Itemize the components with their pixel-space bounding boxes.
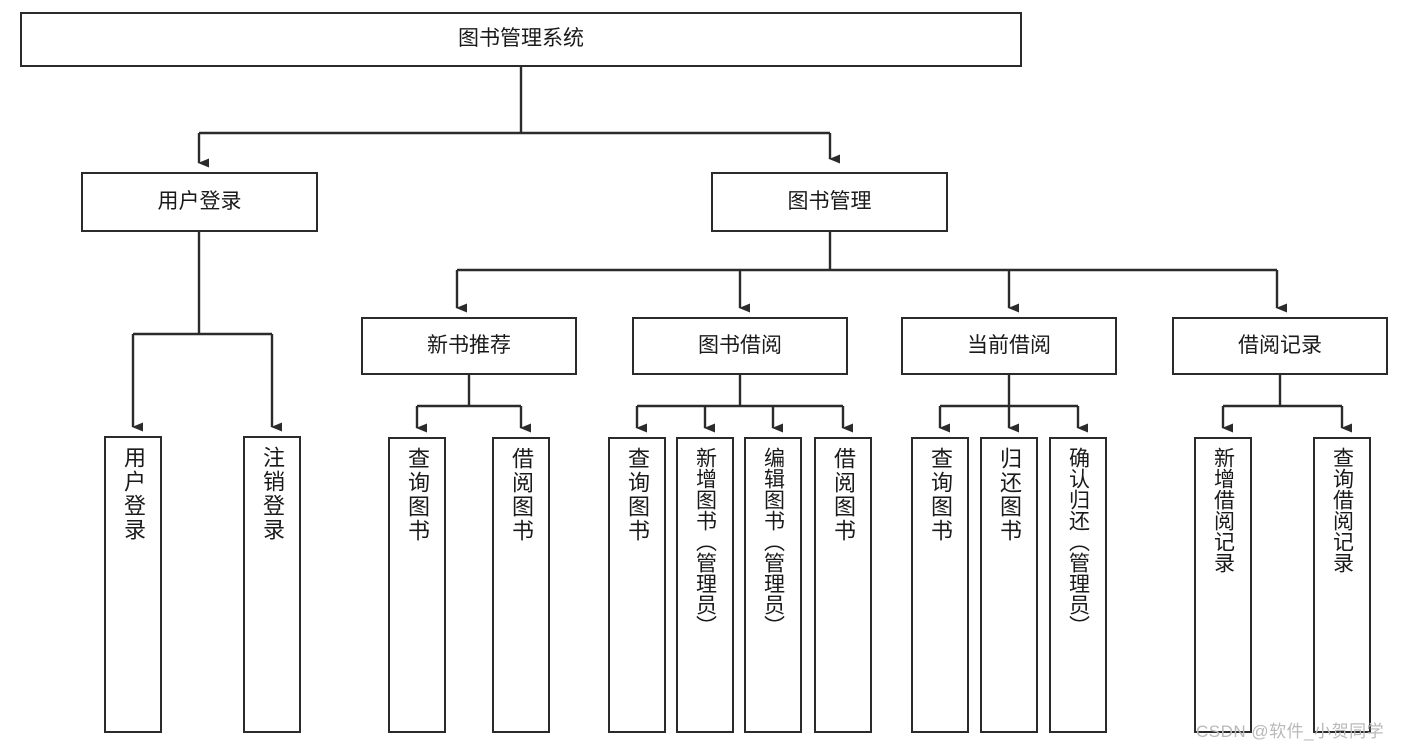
node-leaf-label: 借阅图书 bbox=[509, 447, 534, 543]
node-leaf-label: 查询图书 bbox=[928, 447, 953, 543]
node-leaf-label: 借阅图书 bbox=[831, 447, 856, 543]
node-root-book-management-system[interactable]: 图书管理系统 bbox=[20, 12, 1022, 67]
node-leaf-label: 确认归还（管理员） bbox=[1066, 447, 1090, 636]
node-leaf-borrow-record-query-record[interactable]: 查询借阅记录 bbox=[1313, 437, 1371, 733]
node-leaf-label: 查询借阅记录 bbox=[1330, 447, 1354, 573]
node-book-management[interactable]: 图书管理 bbox=[711, 172, 948, 232]
node-user-login-label: 用户登录 bbox=[157, 189, 242, 213]
node-leaf-label: 查询图书 bbox=[405, 447, 430, 543]
node-leaf-current-borrow-return-book[interactable]: 归还图书 bbox=[980, 437, 1038, 733]
node-leaf-current-borrow-query-book[interactable]: 查询图书 bbox=[911, 437, 969, 733]
node-new-book-recommend[interactable]: 新书推荐 bbox=[361, 317, 577, 375]
node-book-borrow[interactable]: 图书借阅 bbox=[632, 317, 848, 375]
node-leaf-label: 注销登录 bbox=[260, 446, 285, 542]
node-leaf-label: 新增借阅记录 bbox=[1211, 447, 1235, 573]
node-leaf-borrow-record-add-record[interactable]: 新增借阅记录 bbox=[1194, 437, 1252, 733]
node-leaf-user-login-logout[interactable]: 注销登录 bbox=[243, 436, 301, 733]
node-leaf-book-borrow-borrow-book[interactable]: 借阅图书 bbox=[814, 437, 872, 733]
node-leaf-user-login-login[interactable]: 用户登录 bbox=[104, 436, 162, 733]
node-leaf-label: 新增图书（管理员） bbox=[693, 447, 717, 636]
node-leaf-label: 查询图书 bbox=[625, 447, 650, 543]
node-leaf-current-borrow-confirm-return-admin[interactable]: 确认归还（管理员） bbox=[1049, 437, 1107, 733]
node-leaf-new-book-borrow-book[interactable]: 借阅图书 bbox=[492, 437, 550, 733]
node-leaf-book-borrow-query-book[interactable]: 查询图书 bbox=[608, 437, 666, 733]
node-user-login[interactable]: 用户登录 bbox=[81, 172, 318, 232]
node-root-label: 图书管理系统 bbox=[458, 27, 584, 51]
node-leaf-book-borrow-add-book-admin[interactable]: 新增图书（管理员） bbox=[676, 437, 734, 733]
node-leaf-label: 编辑图书（管理员） bbox=[761, 447, 785, 636]
node-book-management-label: 图书管理 bbox=[787, 189, 872, 213]
csdn-watermark: CSDN @软件_小贺同学 bbox=[1196, 722, 1385, 741]
node-current-borrow-label: 当前借阅 bbox=[967, 333, 1051, 357]
node-leaf-label: 用户登录 bbox=[121, 446, 146, 542]
node-leaf-new-book-query-book[interactable]: 查询图书 bbox=[388, 437, 446, 733]
node-book-borrow-label: 图书借阅 bbox=[698, 333, 782, 357]
node-leaf-label: 归还图书 bbox=[997, 447, 1022, 543]
node-borrow-record[interactable]: 借阅记录 bbox=[1172, 317, 1388, 375]
node-borrow-record-label: 借阅记录 bbox=[1238, 333, 1322, 357]
node-new-book-recommend-label: 新书推荐 bbox=[427, 333, 511, 357]
node-current-borrow[interactable]: 当前借阅 bbox=[901, 317, 1117, 375]
node-leaf-book-borrow-edit-book-admin[interactable]: 编辑图书（管理员） bbox=[744, 437, 802, 733]
